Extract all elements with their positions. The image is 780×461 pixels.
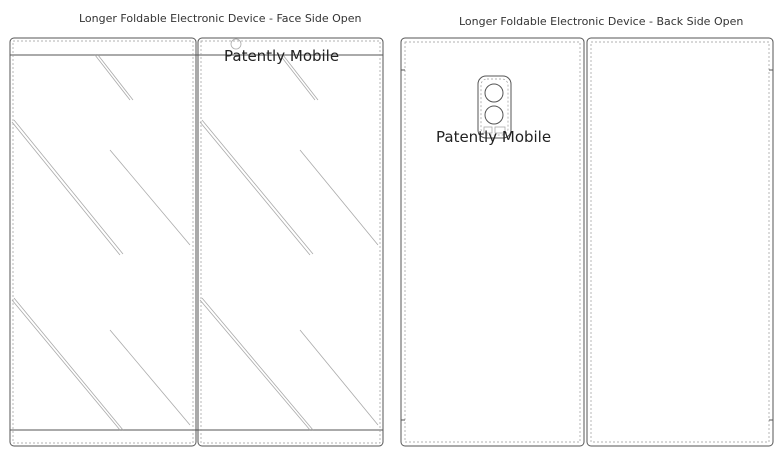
face-side-title: Longer Foldable Electronic Device - Face…	[79, 12, 362, 25]
back-side-title: Longer Foldable Electronic Device - Back…	[459, 15, 744, 28]
back-side-device	[400, 37, 774, 447]
face-side-device	[9, 37, 384, 447]
camera-module	[477, 75, 512, 139]
watermark: Patently Mobile	[224, 47, 340, 65]
watermark: Patently Mobile	[436, 128, 552, 146]
